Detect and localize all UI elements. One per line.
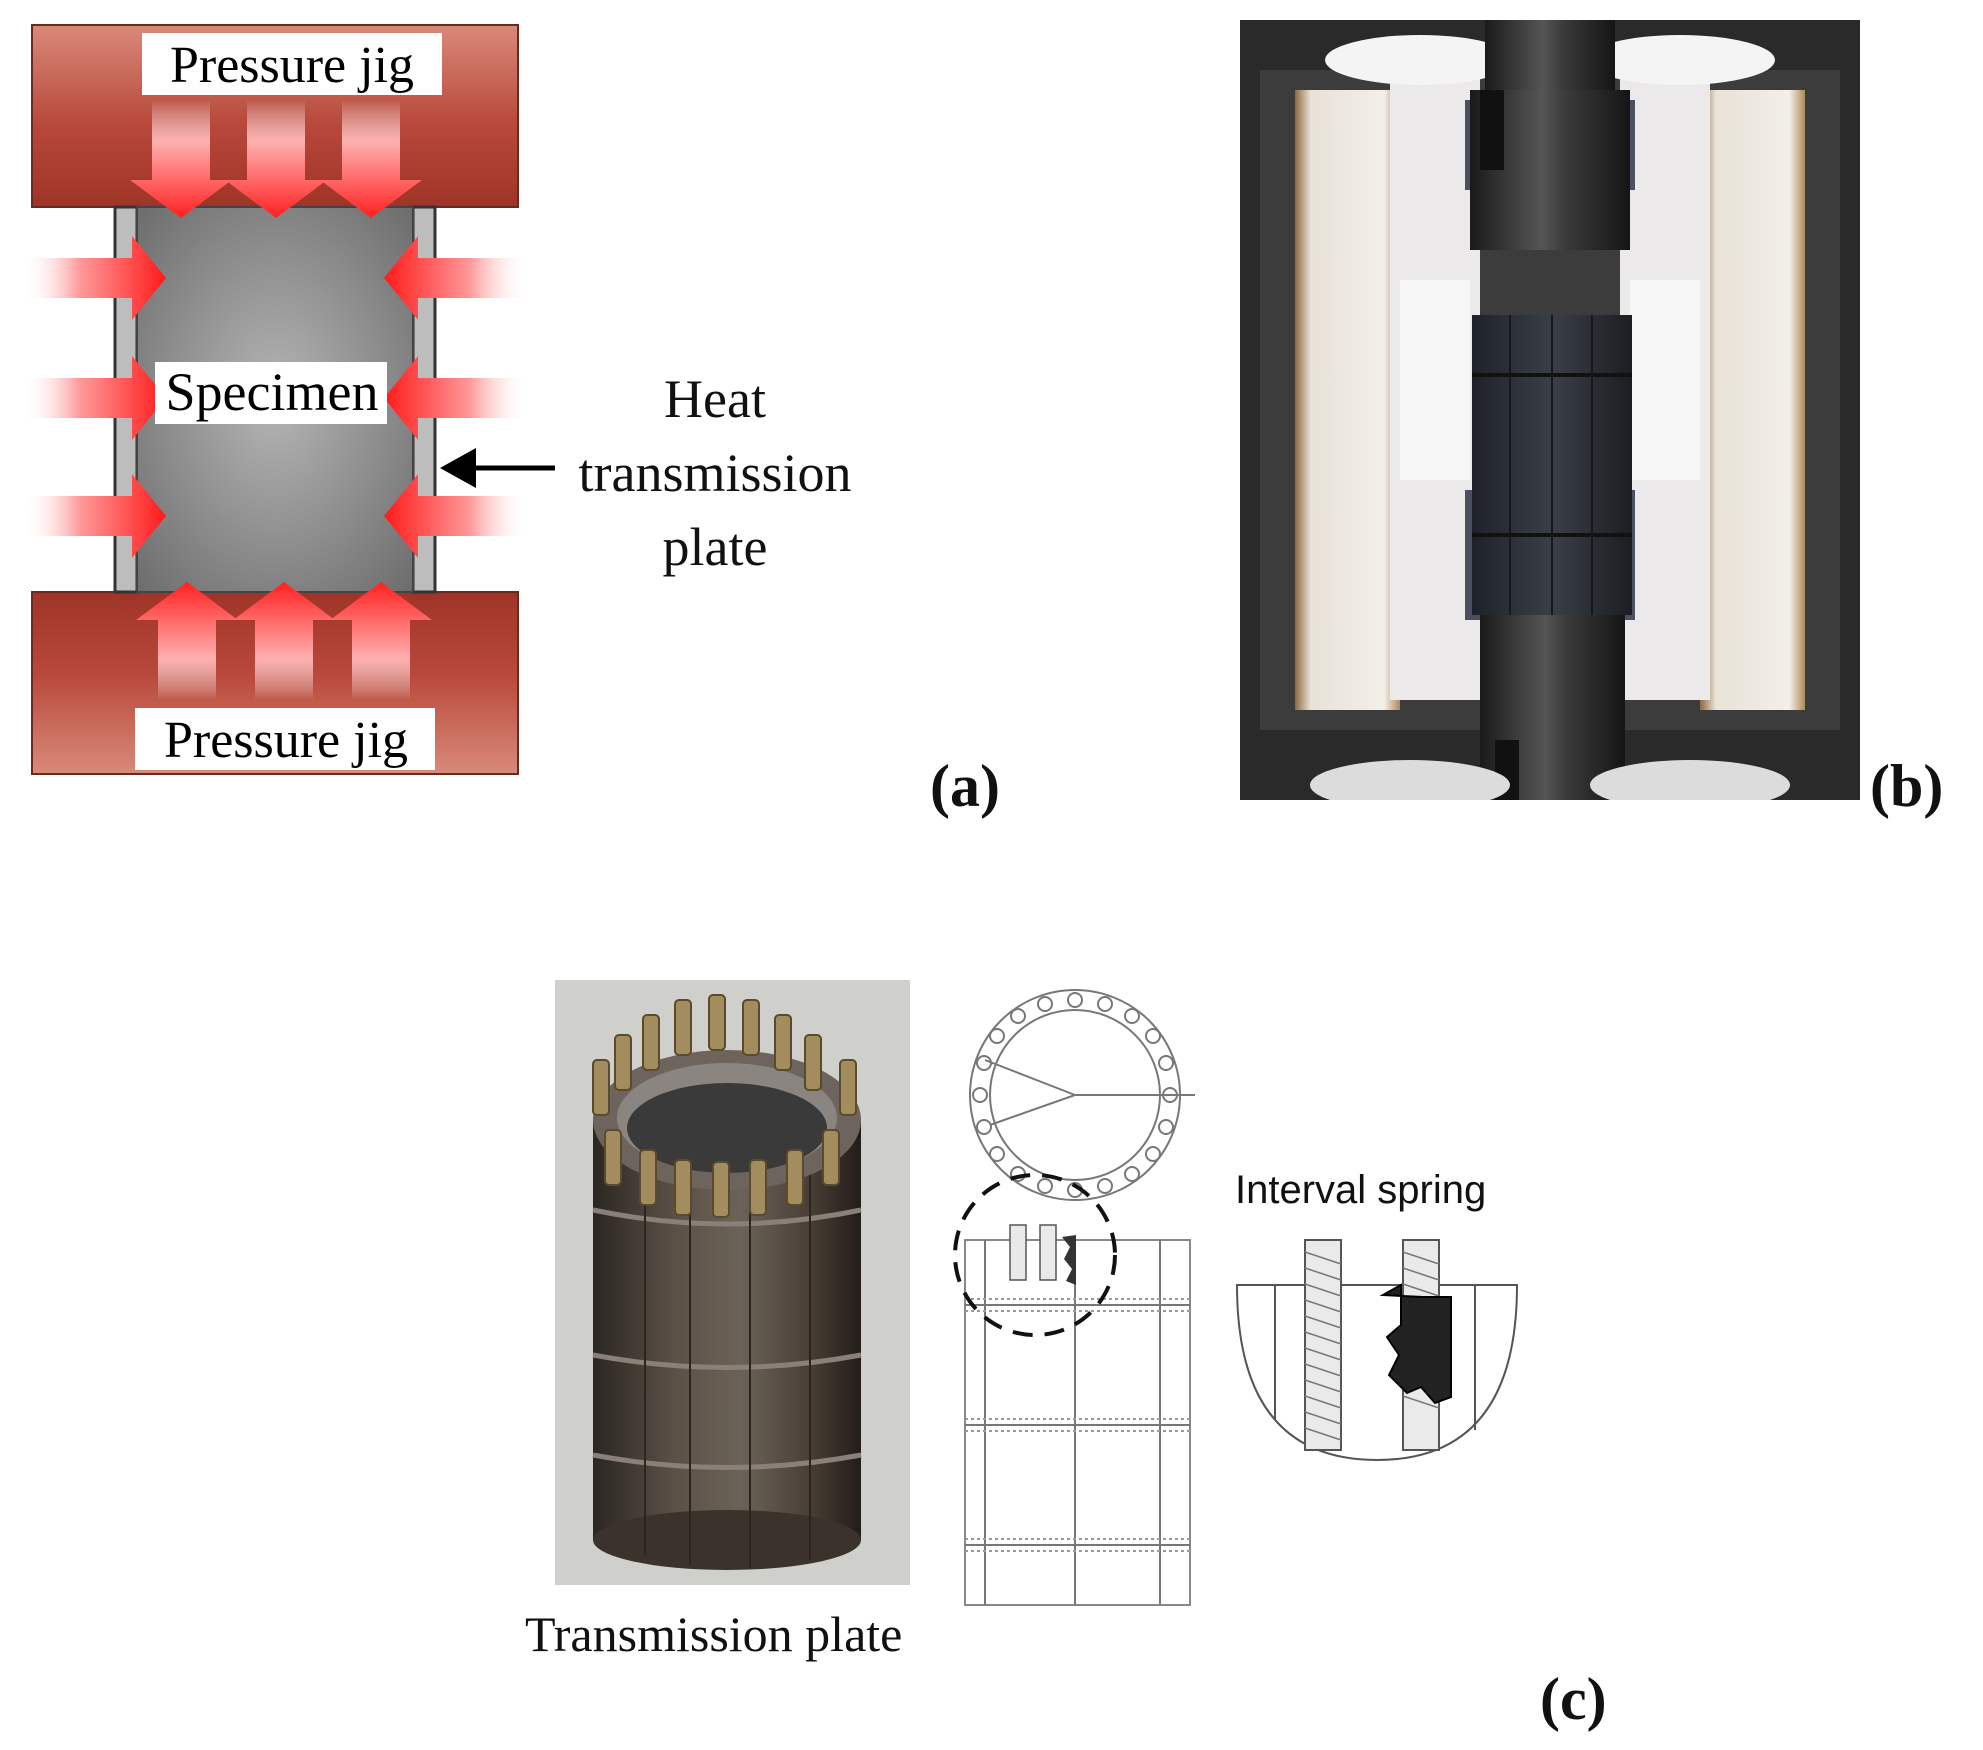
plate-pointer-arrow <box>440 448 555 488</box>
panel-b-letter: (b) <box>1870 753 1944 819</box>
ring-spring-circles <box>972 992 1178 1198</box>
spring-arrangement-drawing <box>953 989 1195 1606</box>
left-heat-arrows <box>22 236 166 558</box>
furnace-photo <box>1240 20 1860 810</box>
panel-c-letter: (c) <box>1540 1666 1607 1732</box>
right-furnace-wall <box>1700 90 1805 710</box>
bottom-heat-arrows <box>136 582 432 700</box>
top-ram <box>1485 20 1615 90</box>
panel-c-photo <box>555 980 910 1585</box>
detail-callout-circle <box>953 1173 1117 1337</box>
top-heat-arrows <box>130 100 422 218</box>
panel-c-drawing <box>950 975 1210 1615</box>
side-view <box>964 1239 1191 1606</box>
heat-transmission-plate-label: Heat transmission plate <box>578 369 852 577</box>
left-furnace-wall <box>1295 90 1400 710</box>
panel-c-detail <box>1225 1160 1525 1480</box>
panel-a-diagram: Pressure jig Pressure jig Specimen <box>22 24 555 775</box>
detail-springs <box>1304 1239 1440 1451</box>
specimen-label: Specimen <box>166 362 379 422</box>
panel-a-schematic: Pressure jig Pressure jig Specimen Heat … <box>0 0 1000 840</box>
detail-plate-edge <box>1379 1283 1452 1405</box>
transmission-plate-caption: Transmission plate <box>525 1606 903 1662</box>
right-heat-arrows <box>384 236 528 558</box>
transmission-plate-photo <box>555 980 910 1585</box>
panel-b-photo: (b) <box>1240 20 1943 819</box>
panel-a-letter: (a) <box>930 753 1000 819</box>
interval-spring-detail <box>1235 1239 1519 1462</box>
side-view-spring-bands <box>965 1298 1190 1552</box>
bottom-jig-label: Pressure jig <box>164 712 408 769</box>
interval-spring-label: Interval spring <box>1235 1168 1487 1212</box>
top-jig-label: Pressure jig <box>170 37 414 94</box>
springs-top <box>592 994 857 1218</box>
